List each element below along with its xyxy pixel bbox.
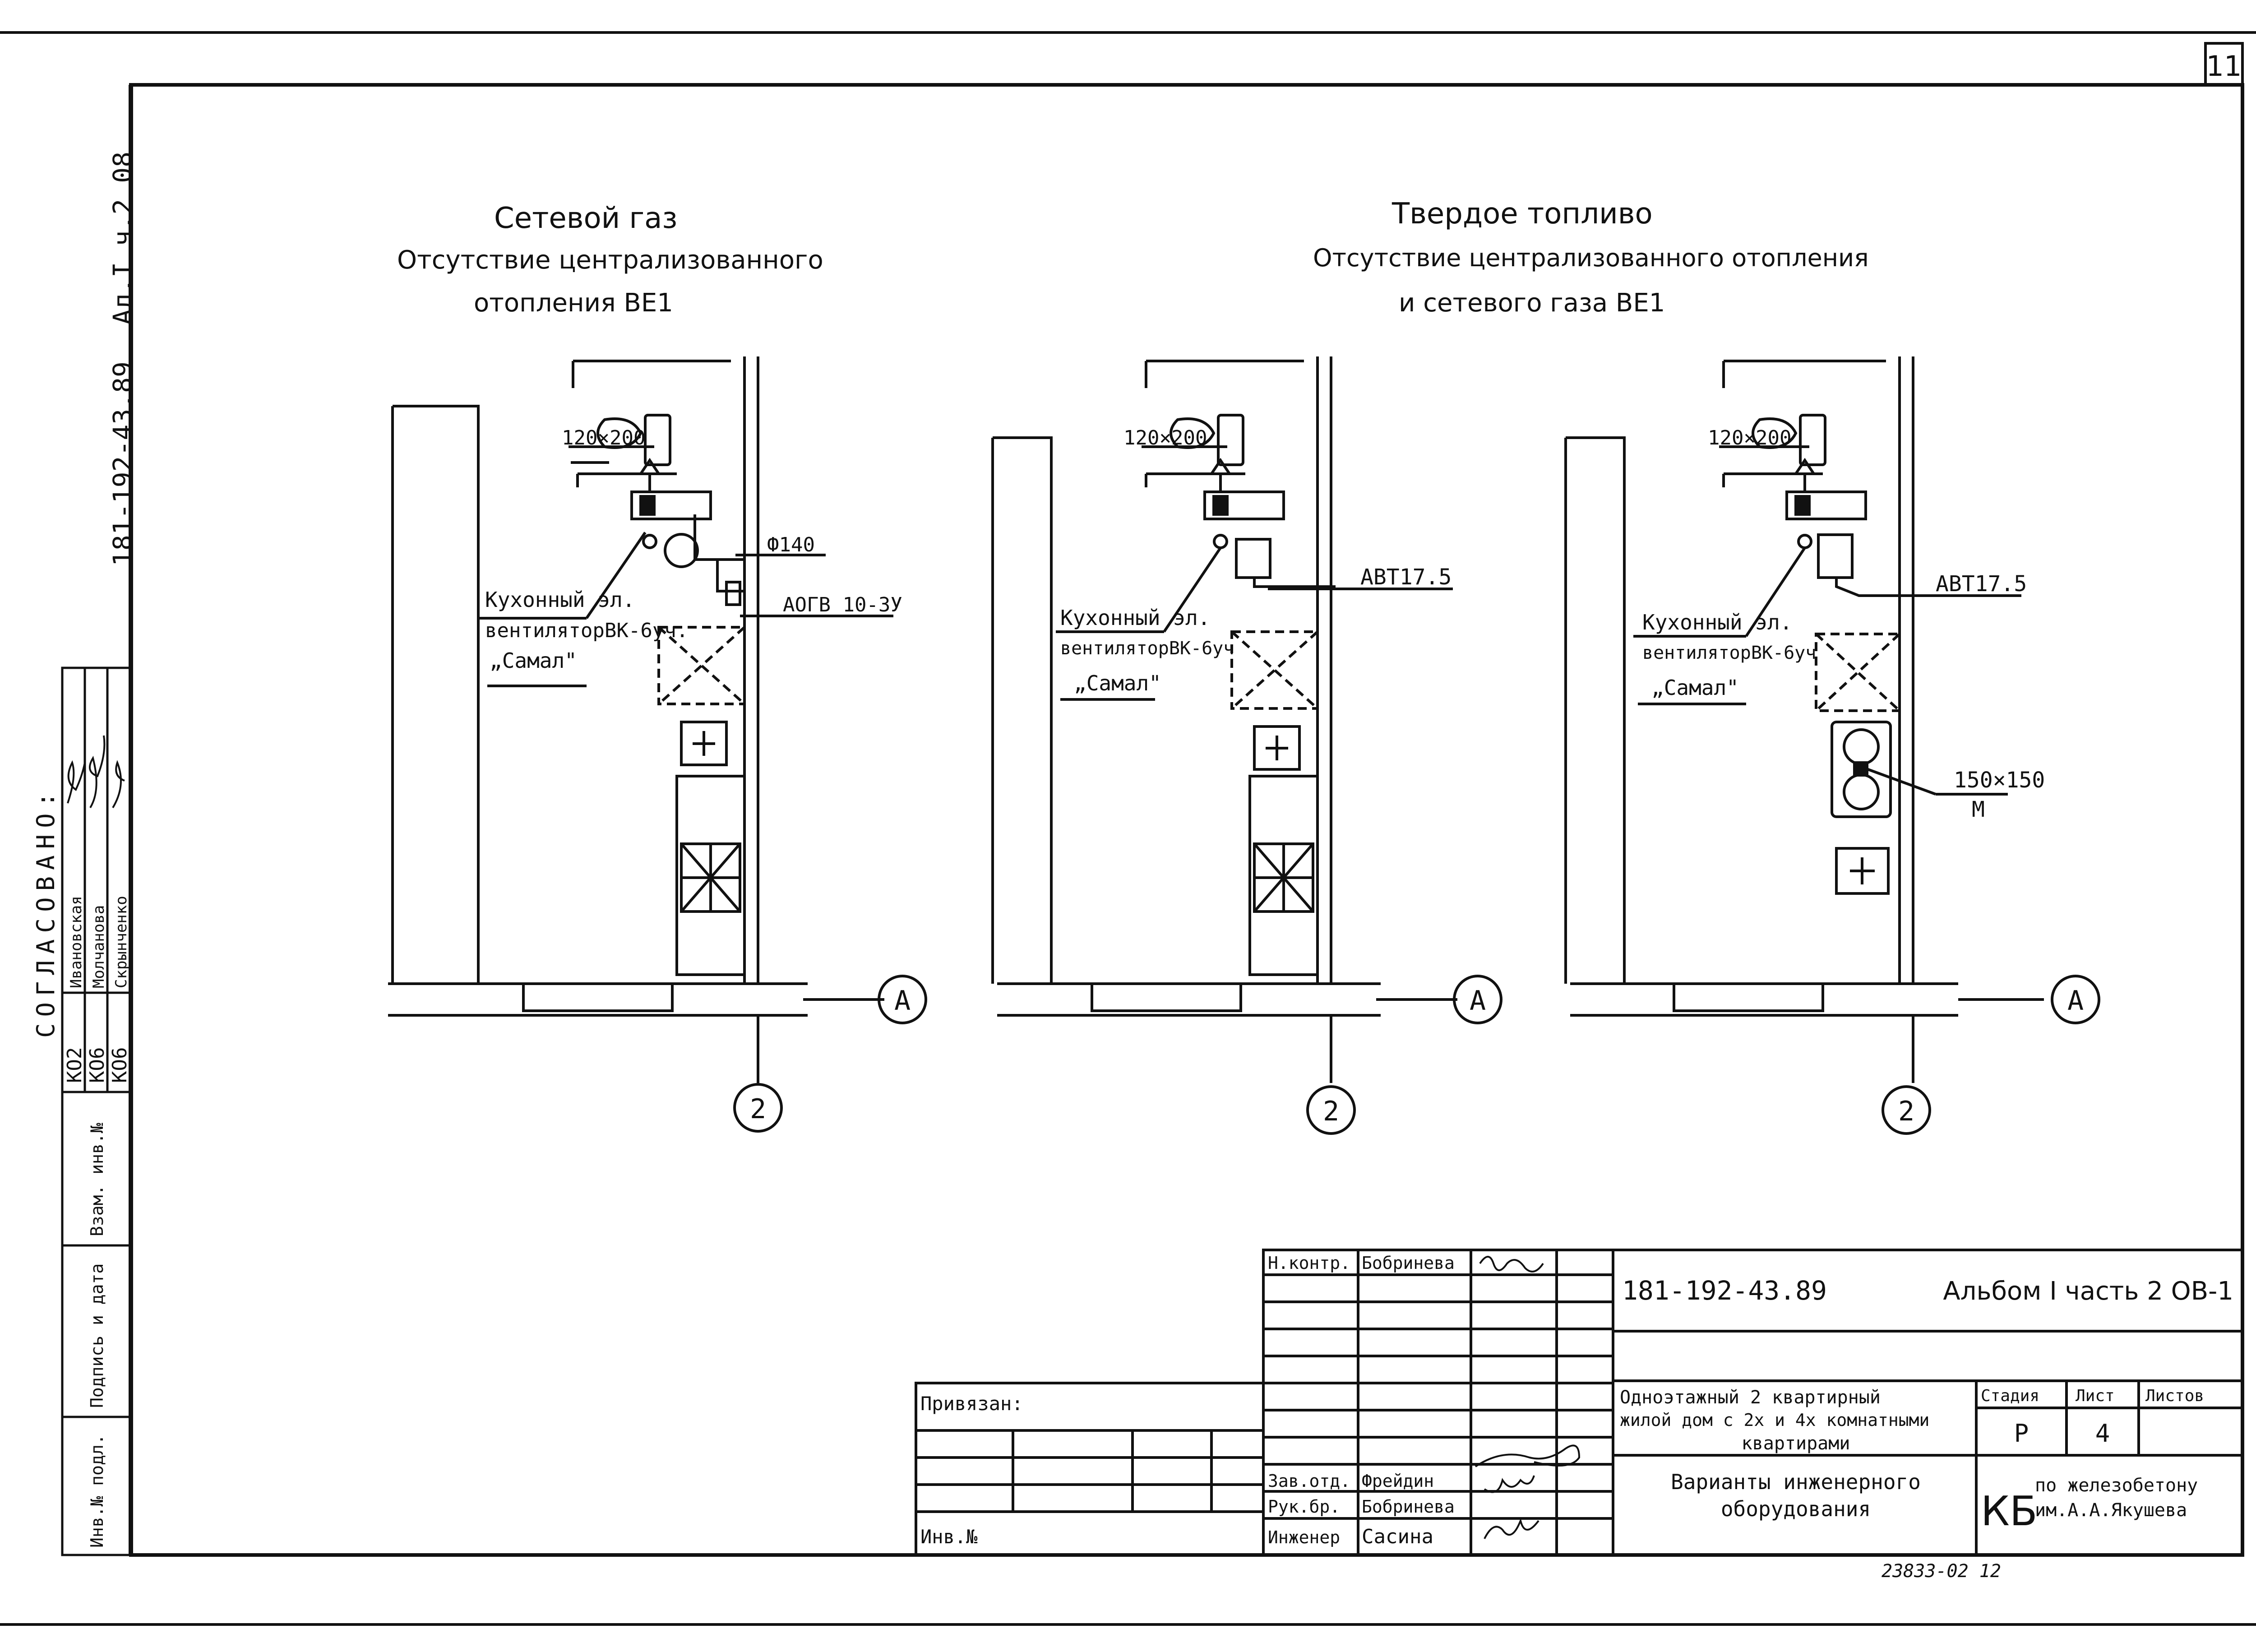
variant-1-fan-line-3: „Самал" (490, 648, 577, 673)
variant-3-flue-material: М (1972, 797, 1985, 822)
n-kontr-name: Бобринева (1362, 1253, 1455, 1273)
ruk-br-label: Рук.бр. (1268, 1497, 1340, 1517)
left-document-code: 181-192-43.89 (107, 361, 138, 566)
sheets-label: Листов (2145, 1387, 2204, 1405)
engineer-label: Инженер (1268, 1527, 1340, 1547)
variant-2-title-2: Отсутствие централизованного отопления (1313, 244, 1869, 272)
project-line-2: жилой дом с 2х и 4х комнатными (1620, 1410, 1929, 1430)
variant-1-title-2: Отсутствие централизованного (397, 245, 823, 275)
sheet-number-box (2204, 42, 2244, 86)
variant-2-axis-2: 2 (1323, 1096, 1339, 1127)
title-block-signatures (1475, 1256, 1581, 1539)
strip-inv-original: Инв.№ подл. (87, 1434, 107, 1548)
variant-2-title-3: и сетевого газа ВЕ1 (1399, 288, 1665, 318)
variant-3-fan-line-1: Кухонный эл. (1642, 610, 1792, 634)
approval-dept-2: КО6 (86, 1047, 109, 1083)
variant-1-title-1: Сетевой газ (494, 202, 677, 235)
strip-sign-date: Подпись и дата (87, 1263, 107, 1408)
variant-1-axis-a-bubble (878, 975, 927, 1024)
sheet-label: Лист (2076, 1387, 2115, 1405)
sheet-title-2: оборудования (1721, 1497, 1871, 1521)
engineer-name: Сасина (1362, 1525, 1433, 1548)
stage-label: Стадия (1981, 1387, 2039, 1405)
org-code: КБ (1981, 1488, 2038, 1535)
privyazan-label: Привязан: (920, 1393, 1023, 1415)
approval-name-3: Скрынченко (112, 896, 130, 988)
org-line-1: по железобетону (2035, 1475, 2198, 1496)
variant-1-fan-line-1: Кухонный эл. (485, 588, 635, 612)
variant-1-axis-2: 2 (750, 1093, 766, 1125)
variant-2-axis-a-bubble (1453, 975, 1502, 1024)
variant-2-title-1: Твердое топливо (1392, 197, 1653, 231)
variant-3-plan (1564, 356, 2044, 1083)
approval-block (61, 666, 132, 1556)
approval-header: СОГЛАСОВАНО: (32, 786, 60, 1038)
approval-dept-1: КО2 (63, 1047, 86, 1083)
sheet-value: 4 (2095, 1419, 2110, 1448)
variant-1-vent-size: 120×200 (562, 426, 645, 449)
variant-2-vent-size: 120×200 (1123, 426, 1207, 449)
approval-dept-3: КО6 (108, 1047, 131, 1083)
n-kontr-label: Н.контр. (1268, 1253, 1350, 1273)
variant-1-boiler: АОГВ 10-3У (783, 593, 902, 616)
project-line-1: Одноэтажный 2 квартирный (1620, 1387, 1881, 1408)
variant-3-stove: АВТ17.5 (1936, 571, 2027, 597)
doc-code: 181-192-43.89 (1622, 1275, 1827, 1306)
approval-name-2: Молчанова (90, 905, 108, 988)
sheet-title-1: Варианты инженерного (1671, 1470, 1921, 1494)
variant-3-axis-a: А (2067, 985, 2084, 1017)
inv-no-label: Инв.№ (920, 1526, 978, 1548)
variant-1-axis-a: А (894, 985, 911, 1017)
strip-replace-inv: Взам. инв.№ (87, 1123, 107, 1236)
bottom-archive-stamp: 23833-02 12 (1882, 1561, 2001, 1582)
variant-3-fan-line-2: вентиляторВК-6уч (1642, 643, 1816, 663)
org-line-2: им.А.А.Якушева (2035, 1500, 2187, 1521)
album-label: Альбом I часть 2 ОВ-1 (1943, 1277, 2233, 1306)
approval-name-1: Ивановская (67, 896, 85, 988)
variant-2-axis-2-bubble (1306, 1085, 1356, 1135)
variant-1-plan (388, 356, 893, 1083)
variant-1-fan-line-2: вентиляторВК-6уч. (485, 619, 688, 642)
variant-1-pipe-dia: Ф140 (767, 533, 815, 556)
variant-2-plan (991, 356, 1457, 1083)
approval-signatures (67, 735, 125, 809)
variant-3-axis-2-bubble (1882, 1085, 1931, 1135)
sheet-number: 11 (2206, 50, 2242, 83)
zav-otd-label: Зав.отд. (1268, 1471, 1350, 1491)
project-line-3: квартирами (1742, 1433, 1850, 1454)
variant-2-fan-line-2: вентиляторВК-6уч (1060, 638, 1234, 659)
stage-value: Р (2014, 1419, 2029, 1448)
sheet-frame (0, 31, 2256, 1626)
variant-1-title-3: отопления ВЕ1 (474, 288, 673, 318)
variant-1-axis-2-bubble (733, 1083, 783, 1133)
variant-3-vent-size: 120×200 (1708, 426, 1791, 449)
variant-3-fan-line-3: „Самал" (1651, 676, 1739, 700)
zav-otd-name: Фрейдин (1362, 1471, 1434, 1491)
title-block-grid (915, 1249, 2244, 1556)
variant-2-fan-line-1: Кухонный эл. (1060, 606, 1210, 630)
variant-2-stove: АВТ17.5 (1360, 565, 1452, 590)
variant-3-axis-2: 2 (1898, 1096, 1914, 1127)
variant-3-flue-size: 150×150 (1954, 768, 2045, 793)
ruk-br-name: Бобринева (1362, 1497, 1455, 1517)
variant-3-axis-a-bubble (2051, 975, 2100, 1024)
variant-2-fan-line-3: „Самал" (1074, 671, 1161, 695)
left-album-code: Ал.I ч.2 08 (107, 152, 138, 325)
variant-2-axis-a: А (1470, 985, 1486, 1017)
